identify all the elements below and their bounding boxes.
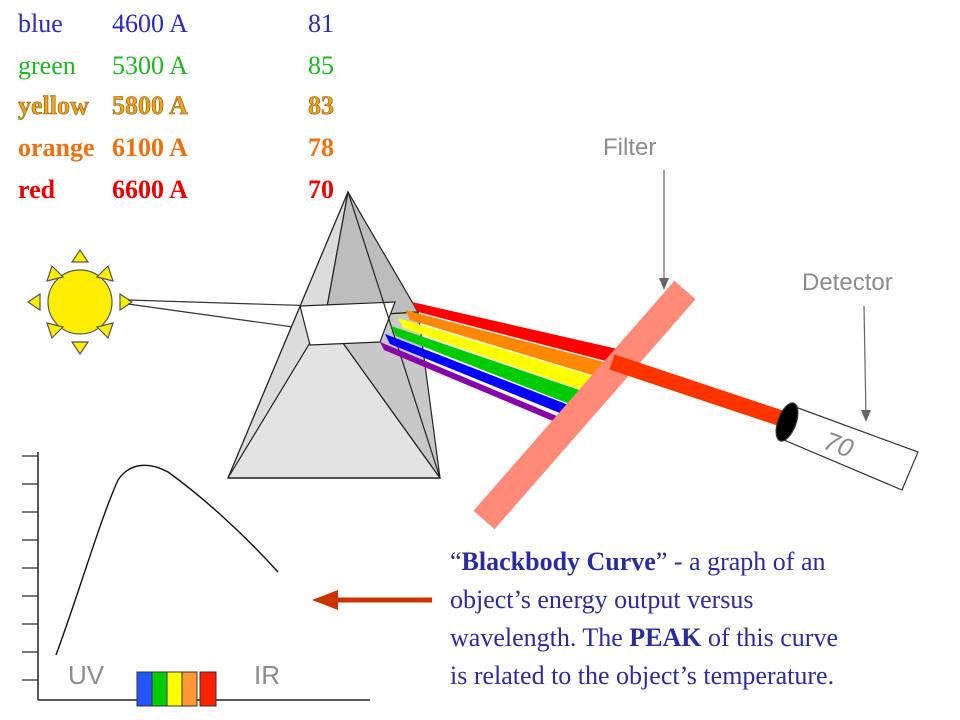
row-value: 85 bbox=[308, 51, 334, 80]
detector-pointer-head bbox=[861, 410, 871, 422]
row-value: 81 bbox=[308, 9, 334, 38]
filter-icon bbox=[473, 280, 696, 530]
row-color-name: orange bbox=[18, 133, 95, 162]
caption: “Blackbody Curve” - a graph of an object… bbox=[450, 547, 838, 690]
row-value: 78 bbox=[308, 133, 334, 162]
wavelength-table: blue 4600 A 81 green 5300 A 85 yellow 58… bbox=[18, 9, 335, 204]
row-wavelength: 5800 A bbox=[112, 91, 188, 120]
sun-icon bbox=[26, 248, 134, 356]
row-wavelength: 6600 A bbox=[112, 175, 188, 204]
table-row: red 6600 A 70 bbox=[18, 175, 334, 204]
row-value: 70 bbox=[308, 175, 334, 204]
spectrum-strip bbox=[136, 671, 217, 707]
row-color-name: blue bbox=[18, 9, 63, 38]
prism-icon bbox=[226, 190, 442, 479]
row-wavelength: 5300 A bbox=[112, 51, 188, 80]
detector-pointer bbox=[863, 305, 867, 419]
row-color-name: yellow bbox=[18, 91, 89, 120]
row-wavelength: 4600 A bbox=[112, 9, 188, 38]
table-row: blue 4600 A 81 bbox=[18, 9, 334, 38]
blackbody-graph: UV IR bbox=[22, 452, 370, 707]
filter-label: Filter bbox=[603, 134, 656, 161]
filter-pointer-head bbox=[659, 278, 669, 290]
caption-line-4: is related to the object’s temperature. bbox=[450, 661, 834, 690]
detector-label: Detector bbox=[802, 269, 893, 296]
table-row: yellow 5800 A 83 bbox=[18, 91, 335, 121]
table-row: orange 6100 A 78 bbox=[18, 133, 334, 162]
row-value: 83 bbox=[308, 91, 334, 120]
row-color-name: green bbox=[18, 51, 76, 80]
detector-icon bbox=[775, 402, 919, 491]
caption-line-3: wavelength. The PEAK of this curve bbox=[450, 623, 838, 652]
y-axis-ticks bbox=[22, 455, 38, 681]
light-beam bbox=[127, 299, 321, 329]
ir-label: IR bbox=[254, 660, 280, 690]
caption-line-2: object’s energy output versus bbox=[450, 585, 754, 614]
row-wavelength: 6100 A bbox=[112, 133, 188, 162]
blackbody-curve bbox=[55, 464, 279, 656]
filtered-beam bbox=[609, 354, 789, 428]
table-row: green 5300 A 85 bbox=[18, 51, 334, 80]
caption-line-1: “Blackbody Curve” - a graph of an bbox=[450, 547, 826, 576]
arrow-icon bbox=[312, 590, 432, 610]
spectrum-bands bbox=[380, 302, 625, 424]
uv-label: UV bbox=[68, 660, 105, 690]
row-color-name: red bbox=[18, 175, 56, 204]
